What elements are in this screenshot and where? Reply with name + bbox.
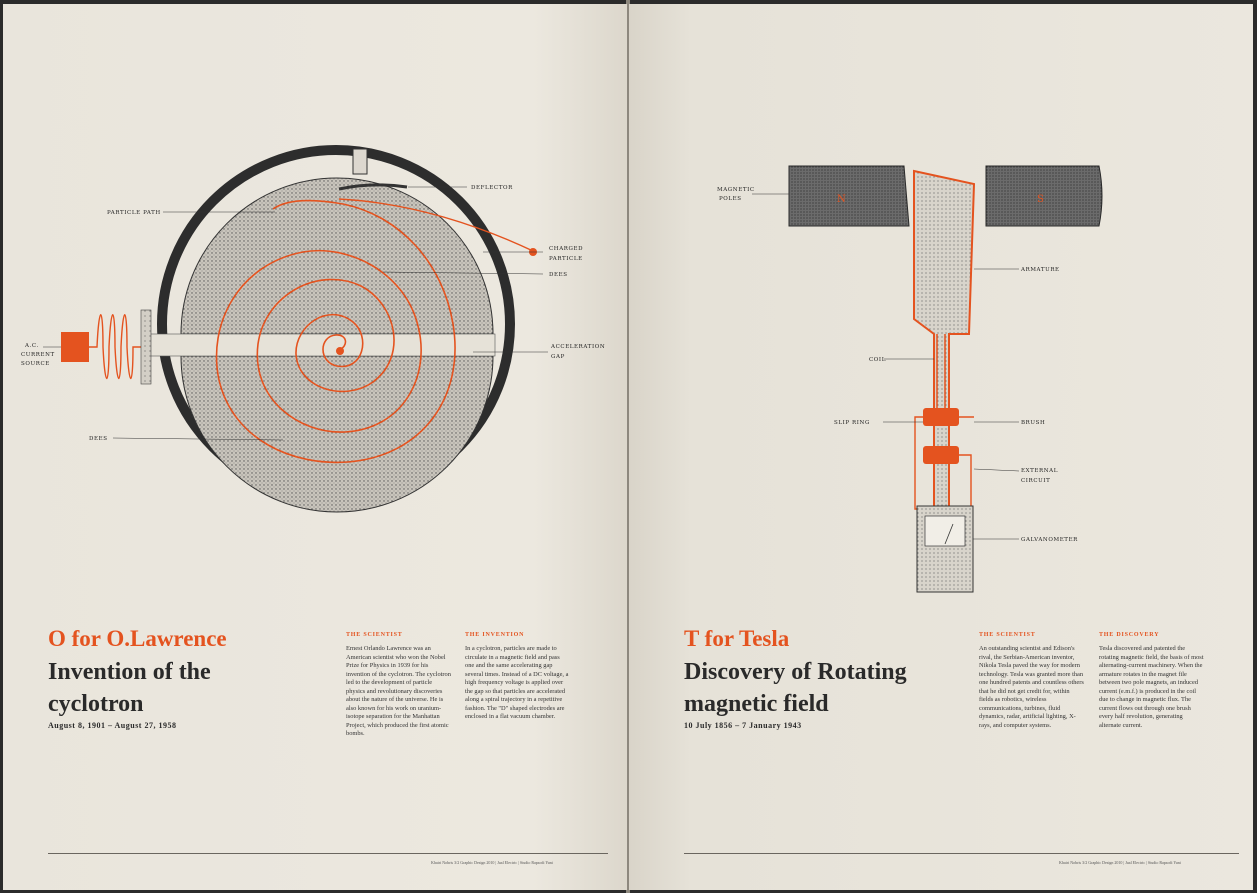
- right-page: N S MA: [629, 4, 1253, 890]
- label-dees-bottom: DEES: [89, 436, 108, 442]
- armature: [913, 169, 976, 525]
- left-page: PARTICLE PATH DEFLECTOR CHARGED PARTICLE…: [3, 4, 627, 890]
- label-dees-top: DEES: [549, 272, 568, 278]
- acceleration-gap: [142, 333, 496, 357]
- label-armature: ARMATURE: [1020, 267, 1060, 273]
- north-magnet: [788, 165, 910, 227]
- label-magnetic-1: MAGNETIC: [717, 187, 755, 193]
- slip-ring-2: [923, 446, 959, 464]
- label-ac-1: A.C.: [24, 343, 39, 349]
- left-col2-body: In a cyclotron, particles are made to ci…: [465, 645, 569, 720]
- right-title-main: Discovery of Rotating magnetic field: [684, 659, 907, 717]
- left-title-red: O for O.Lawrence: [48, 626, 227, 651]
- left-col1-heading: THE SCIENTIST: [346, 632, 403, 638]
- left-footer-rule: [48, 853, 608, 854]
- generator-illustration: N S MA: [717, 165, 1103, 593]
- particle-spiral: [215, 199, 456, 464]
- ac-coil: [89, 314, 148, 380]
- label-acceleration-1: ACCELERATION: [550, 344, 605, 350]
- left-footer: Khairi Nobris 3/2 Graphic Design 2010 | …: [431, 860, 553, 865]
- label-external-1: EXTERNAL: [1021, 468, 1058, 474]
- south-magnet: [985, 165, 1103, 227]
- right-footer-rule: [684, 853, 1239, 854]
- label-ac-3: SOURCE: [21, 361, 50, 367]
- left-col1-body: Ernest Orlando Lawrence was an American …: [346, 645, 451, 737]
- lower-dee: [180, 355, 494, 513]
- label-coil: COIL: [869, 357, 886, 363]
- pole-n: N: [837, 194, 846, 205]
- left-col2-heading: THE INVENTION: [465, 632, 525, 638]
- label-charged-1: CHARGED: [549, 246, 583, 252]
- particle-exit-path: [338, 198, 534, 252]
- label-slip-ring: SLIP RING: [834, 420, 870, 426]
- right-col1-heading: THE SCIENTIST: [979, 632, 1036, 638]
- page-gutter: [626, 0, 630, 893]
- label-charged-2: PARTICLE: [549, 256, 583, 262]
- label-particle-path: PARTICLE PATH: [107, 210, 161, 216]
- slip-ring-1: [923, 408, 959, 426]
- upper-dee: [180, 177, 494, 335]
- right-col2-body: Tesla discovered and patented the rotati…: [1099, 645, 1204, 729]
- right-col2-heading: THE DISCOVERY: [1099, 632, 1160, 638]
- label-galvanometer: GALVANOMETER: [1021, 537, 1078, 543]
- left-dates: August 8, 1901 – August 27, 1958: [48, 721, 177, 730]
- right-title-red: T for Tesla: [684, 626, 790, 651]
- right-footer: Khairi Nobris 3/2 Graphic Design 2010 | …: [1059, 860, 1181, 865]
- cyclotron-illustration: PARTICLE PATH DEFLECTOR CHARGED PARTICLE…: [21, 145, 605, 513]
- label-ac-2: CURRENT: [21, 352, 55, 358]
- pole-s: S: [1037, 194, 1044, 205]
- deflector: [352, 148, 368, 175]
- label-magnetic-2: POLES: [719, 196, 742, 202]
- right-dates: 10 July 1856 – 7 January 1943: [684, 721, 802, 730]
- label-deflector: DEFLECTOR: [471, 185, 513, 191]
- label-acceleration-2: GAP: [551, 354, 565, 360]
- right-col1-body: An outstanding scientist and Edison's ri…: [979, 645, 1084, 729]
- external-circuit: [914, 416, 924, 510]
- label-external-2: CIRCUIT: [1021, 478, 1050, 484]
- ac-source: [61, 332, 89, 362]
- left-title-main: Invention of the cyclotron: [48, 659, 211, 717]
- label-brush: BRUSH: [1021, 420, 1045, 426]
